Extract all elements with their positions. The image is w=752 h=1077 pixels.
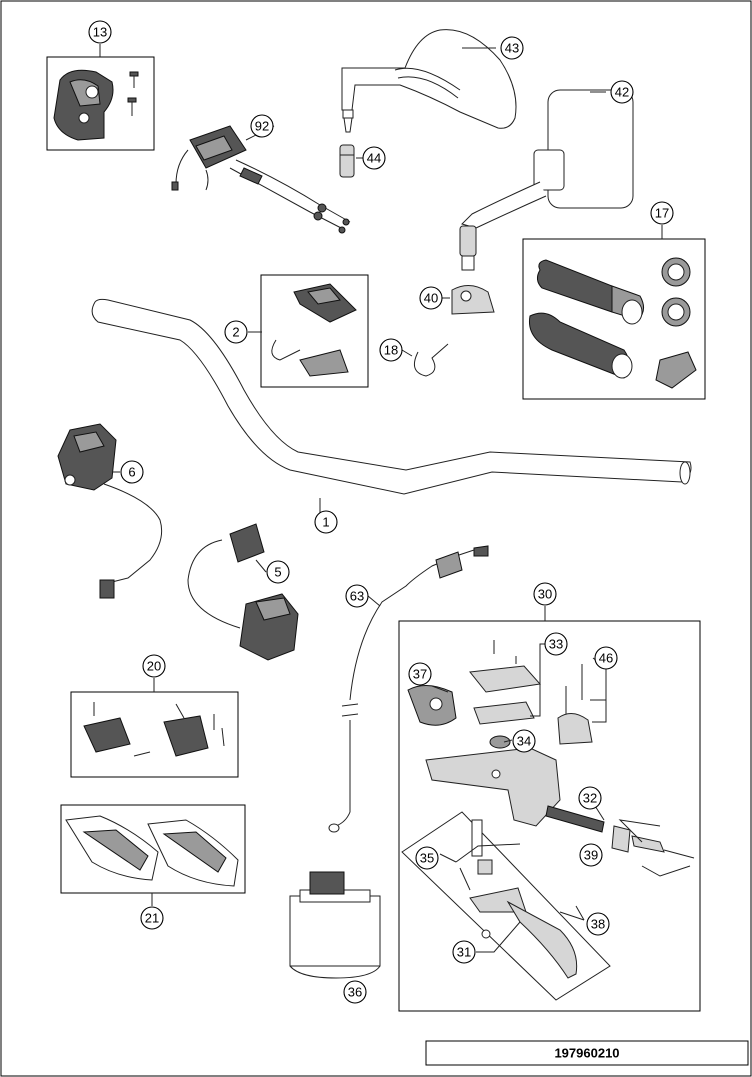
callout-32: 32 (578, 786, 602, 810)
part-21-handguards (60, 804, 246, 906)
svg-text:2: 2 (232, 325, 239, 340)
callout-34: 34 (512, 729, 536, 753)
svg-text:21: 21 (145, 911, 159, 926)
callout-42: 42 (610, 80, 634, 104)
svg-text:5: 5 (274, 565, 281, 580)
callout-17: 17 (650, 201, 674, 225)
svg-text:38: 38 (591, 917, 605, 932)
callout-63: 63 (345, 584, 369, 608)
part-2-box (260, 274, 369, 388)
callout-37: 37 (408, 662, 432, 686)
callout-35: 35 (415, 846, 439, 870)
part-36-fluid-bottle (289, 871, 381, 979)
part-40-clamp (451, 285, 495, 315)
document-number: 197960210 (554, 1046, 619, 1061)
svg-text:6: 6 (128, 465, 135, 480)
leader-lines (112, 47, 691, 953)
part-5-switch (187, 523, 299, 661)
part-18-cable-tie (413, 343, 449, 377)
svg-text:39: 39 (584, 848, 598, 863)
callout-36: 36 (343, 980, 367, 1004)
callout-92: 92 (250, 114, 274, 138)
svg-text:92: 92 (255, 119, 269, 134)
part-17-box (522, 238, 706, 400)
part-44-mirror-adapter (339, 144, 355, 178)
svg-text:13: 13 (93, 25, 107, 40)
callout-30: 30 (533, 582, 557, 606)
part-42-mirror (459, 89, 634, 271)
callout-39: 39 (579, 843, 603, 867)
svg-text:35: 35 (420, 851, 434, 866)
callout-40: 40 (419, 286, 443, 310)
part-21-box (60, 804, 246, 894)
callout-2: 2 (224, 320, 248, 344)
svg-text:30: 30 (538, 587, 552, 602)
document-number-box: 197960210 (425, 1040, 749, 1066)
svg-text:32: 32 (583, 791, 597, 806)
part-6-switch (57, 423, 163, 599)
callout-6: 6 (120, 460, 144, 484)
callout-44: 44 (362, 146, 386, 170)
svg-text:20: 20 (147, 659, 161, 674)
callout-18: 18 (379, 338, 403, 362)
callout-13: 13 (88, 20, 112, 44)
svg-text:37: 37 (413, 667, 427, 682)
callout-1: 1 (314, 510, 338, 534)
callout-21: 21 (140, 906, 164, 930)
svg-text:36: 36 (348, 985, 362, 1000)
part-92-throttle-cables (171, 125, 351, 234)
part-1-handlebar (91, 298, 692, 495)
callout-20: 20 (142, 654, 166, 678)
callout-5: 5 (266, 560, 290, 584)
svg-text:40: 40 (424, 291, 438, 306)
svg-text:1: 1 (322, 515, 329, 530)
svg-text:17: 17 (655, 206, 669, 221)
part-63-hydraulic-line (328, 545, 489, 833)
svg-text:33: 33 (549, 637, 563, 652)
part-43-mirror-arm (341, 29, 517, 133)
part-2-cable-guide (260, 274, 369, 388)
callout-31: 31 (452, 940, 476, 964)
callout-38: 38 (586, 912, 610, 936)
part-20-hardware (70, 678, 239, 778)
svg-text:44: 44 (367, 151, 381, 166)
callout-43: 43 (500, 36, 524, 60)
svg-text:46: 46 (599, 651, 613, 666)
part-30-box (398, 620, 701, 1012)
svg-text:63: 63 (350, 589, 364, 604)
svg-text:18: 18 (384, 343, 398, 358)
svg-text:31: 31 (457, 945, 471, 960)
svg-text:42: 42 (615, 85, 629, 100)
callout-33: 33 (544, 632, 568, 656)
svg-text:34: 34 (517, 734, 531, 749)
callout-46: 46 (594, 646, 618, 670)
part-17-grips (522, 225, 706, 400)
part-30-master-cylinder (398, 606, 701, 1012)
svg-text:43: 43 (505, 41, 519, 56)
part-13-switch-group (46, 44, 155, 151)
